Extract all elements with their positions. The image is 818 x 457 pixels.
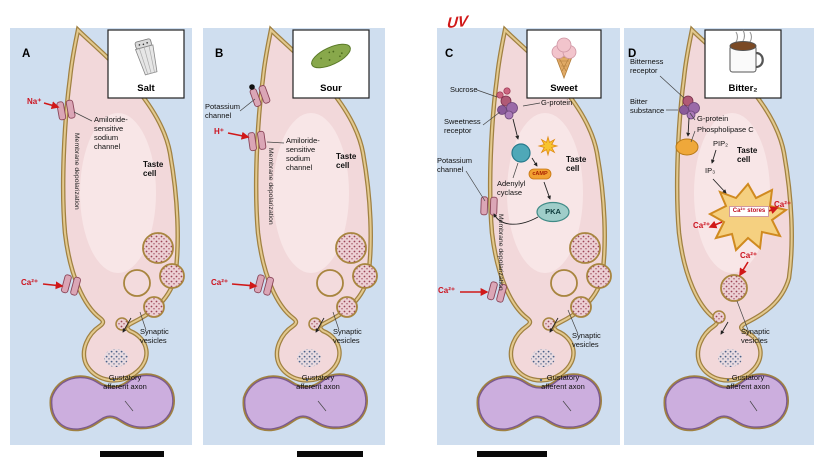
panel-a-letter: A — [22, 48, 31, 60]
calcium-label-a: Ca²⁺ — [21, 278, 39, 287]
sweet-label: Sweet — [550, 83, 578, 94]
adenylyl-cyclase-label: Adenylyl cyclase — [497, 179, 526, 197]
membrane-depolarization-label-a: Membrane depolarization — [73, 133, 80, 210]
bitterness-receptor-label: Bitterness receptor — [630, 57, 664, 75]
crop-bar — [297, 451, 363, 457]
proton-label: H⁺ — [214, 127, 224, 136]
sweetness-receptor-label: Sweetness receptor — [444, 117, 481, 135]
panel-b-letter: B — [215, 48, 224, 60]
camp-badge — [528, 168, 552, 180]
taste-cell-label-d: Taste cell — [737, 146, 758, 165]
gustatory-axon-label-d: Gustatory afferent axon — [726, 373, 770, 391]
calcium-label-d-bottom: Ca²⁺ — [740, 251, 758, 260]
adenylyl-cyclase-icon — [511, 143, 531, 163]
bitter-substance-label: Bitter substance — [630, 97, 665, 115]
potassium-channel-b-icon — [248, 84, 272, 108]
pointer-lines-d — [659, 75, 758, 412]
vesicles-d — [712, 274, 748, 335]
phospholipase-c-icon — [675, 138, 699, 156]
crop-bar — [477, 451, 547, 457]
potassium-channel-label-b: Potassium channel — [205, 102, 241, 120]
salt-label: Salt — [137, 83, 155, 94]
calcium-label-b: Ca²⁺ — [211, 278, 229, 287]
taste-cell-label-c: Taste cell — [566, 155, 587, 174]
sucrose-label: Sucrose — [450, 85, 478, 94]
calcium-stores-label: Ca²⁺ stores — [729, 206, 769, 218]
pointer-lines-c — [465, 89, 579, 412]
calcium-label-c: Ca²⁺ — [438, 286, 456, 295]
membrane-depolarization-label-b: Membrane depolarization — [267, 148, 274, 225]
panel-c-letter: C — [445, 48, 454, 60]
gustatory-axon-label-b: Gustatory afferent axon — [296, 373, 340, 391]
handwritten-uv-annotation: UV — [446, 12, 469, 33]
gustatory-axon-label-c: Gustatory afferent axon — [541, 373, 585, 391]
taste-cell-label-b: Taste cell — [336, 152, 357, 171]
phospholipase-c-label: Phospholipase C — [697, 125, 754, 134]
panel-d-letter: D — [628, 48, 637, 60]
bitter-label: Bitter₂ — [728, 83, 758, 94]
calcium-label-d-right: Ca²⁺ — [774, 200, 792, 209]
sour-label: Sour — [320, 83, 342, 94]
synaptic-vesicles-label-b: Synaptic vesicles — [333, 327, 362, 345]
cascade-arrows-d — [686, 117, 727, 194]
red-arrows-b — [227, 131, 258, 290]
pka-enzyme-icon — [536, 201, 570, 223]
pip2-label: PIP₂ — [713, 139, 728, 148]
synaptic-vesicles-label-d: Synaptic vesicles — [741, 327, 770, 345]
crop-bar — [100, 451, 164, 457]
synaptic-vesicles-label-c: Synaptic vesicles — [572, 331, 601, 349]
pka-label: PKA — [545, 207, 561, 216]
ip3-label: IP₃ — [705, 166, 716, 175]
membrane-depolarization-label-c: Membrane depolarization — [497, 214, 504, 291]
gustatory-axon-label-a: Gustatory afferent axon — [103, 373, 147, 391]
atp-starburst-icon — [537, 135, 559, 157]
cascade-arrows-c — [493, 118, 551, 225]
sucrose-molecule — [496, 87, 511, 99]
camp-label: cAMP — [532, 171, 548, 177]
potassium-channel-label-c: Potassium channel — [437, 156, 473, 174]
calcium-label-d-left: Ca²⁺ — [693, 221, 711, 230]
pointer-lines-b — [239, 98, 340, 412]
synaptic-vesicles-label-a: Synaptic vesicles — [140, 327, 169, 345]
g-protein-label-c: G-protein — [541, 98, 573, 107]
taste-cell-label-a: Taste cell — [143, 160, 164, 179]
red-arrows-a — [42, 101, 64, 290]
pointer-lines-a — [73, 111, 147, 412]
amiloride-channel-label-b: Amiloride-sensitive sodium channel — [286, 136, 320, 172]
amiloride-channel-label-a: Amiloride-sensitive sodium channel — [94, 115, 128, 151]
sodium-ion-label: Na⁺ — [27, 97, 42, 106]
g-protein-label-d: G-protein — [697, 114, 729, 123]
